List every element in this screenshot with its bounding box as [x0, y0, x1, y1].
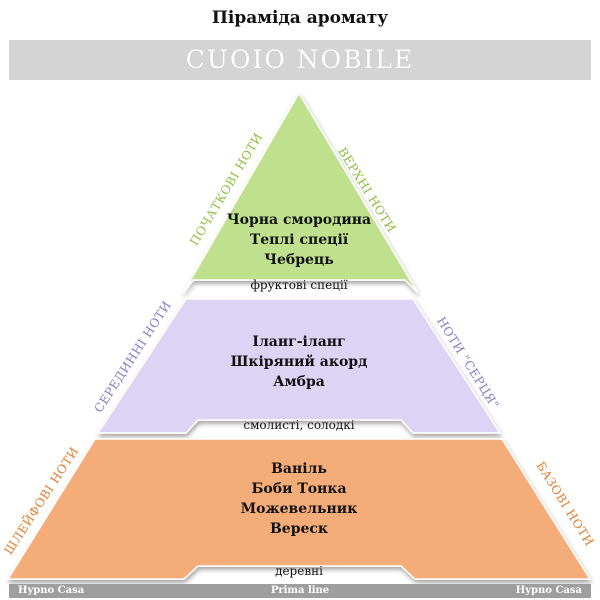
middle-tier-caption: смолисті, солодкі: [243, 418, 355, 432]
note-item: Теплі спеції: [249, 232, 349, 248]
pyramid-top-tier: [182, 91, 419, 294]
note-item: Ваніль: [271, 461, 327, 477]
note-item: Шкіряний акорд: [230, 354, 368, 370]
note-item: Можевельник: [240, 501, 358, 517]
note-item: Вереск: [269, 521, 329, 537]
note-item: Іланг-іланг: [252, 334, 346, 350]
footer-bar: Hypno Casa Prima line Hypno Casa: [9, 584, 591, 598]
footer-right-brand: Hypno Casa: [515, 585, 582, 596]
footer-center-line: Prima line: [270, 585, 330, 596]
top-notes-list: Чорна смородина Теплі спеції Чебрець: [199, 210, 399, 270]
pyramid-middle-tier: [96, 298, 502, 434]
page-title: Піраміда аромату: [211, 8, 389, 28]
middle-notes-list: Іланг-іланг Шкіряний акорд Амбра: [199, 332, 399, 392]
note-item: Чебрець: [264, 252, 334, 268]
bottom-notes-list: Ваніль Боби Тонка Можевельник Вереск: [199, 459, 399, 539]
fragrance-name: CUOIO NOBILE: [185, 45, 415, 74]
pyramid-bottom-tier: [6, 438, 592, 580]
bottom-tier-caption: деревні: [275, 564, 323, 578]
note-item: Амбра: [273, 374, 325, 390]
top-tier-caption: фруктові спеції: [250, 278, 348, 292]
note-item: Боби Тонка: [251, 481, 347, 497]
footer-left-brand: Hypno Casa: [18, 585, 85, 596]
note-item: Чорна смородина: [226, 212, 372, 228]
fragrance-name-banner: CUOIO NOBILE: [9, 40, 591, 80]
